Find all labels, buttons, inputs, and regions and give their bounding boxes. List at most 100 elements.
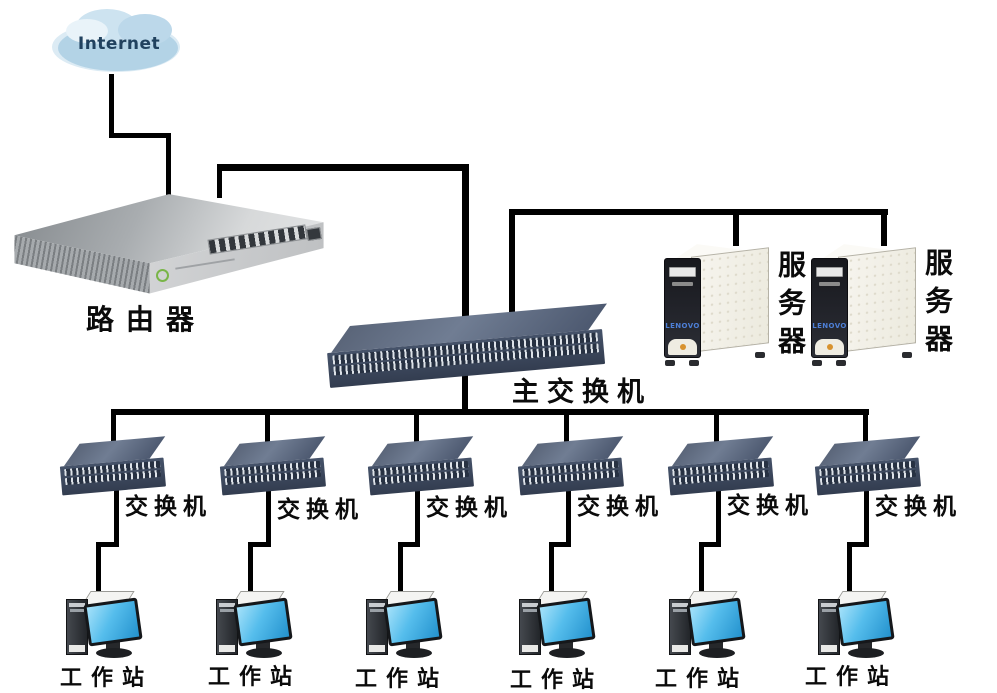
optical-drive-slot [669,267,696,277]
access-switch-6-label: 交换机 [875,494,962,520]
access-switch-4-label: 交换机 [577,494,664,520]
tower-base [219,645,235,652]
wire-server2-drop [881,209,887,246]
drive-bay [822,609,836,612]
monitor [835,597,895,647]
monitor-base [848,648,884,658]
wire-serverbus-vertical [509,209,515,321]
drive-slot [819,282,840,286]
monitor-screen [689,600,743,644]
wire-sw3-ws3-c [398,542,403,596]
wire-sw2-ws2-b [248,542,271,547]
workstation-3 [358,589,444,663]
workstation-2-label: 工作站 [208,665,302,690]
tower-base [821,645,837,652]
wire-bus-drop-3 [414,409,419,448]
monitor-stand [858,641,872,650]
access-switch-2-label: 交换机 [277,497,364,523]
wire-bus-drop-4 [564,409,569,448]
internet-label: Internet [77,34,161,54]
optical-drive-slot [816,267,843,277]
tower-base [369,645,385,652]
wire-sw5-ws5-b [699,542,721,547]
access-switch-1-label: 交换机 [125,494,212,520]
monitor [536,597,596,647]
wire-sw1-ws1-c [96,542,101,596]
drive-bay [69,603,85,607]
cloud-highlight [66,19,108,43]
wire-access-bus [111,409,869,415]
workstation-3-label: 工作站 [355,667,449,692]
wire-bus-drop-1 [111,409,116,448]
wire-sw6-ws6-b [847,542,869,547]
monitor-screen [539,600,593,644]
monitor-screen [838,600,892,644]
server-foot [836,360,846,366]
monitor-stand [406,641,420,650]
drive-bay [220,609,234,612]
monitor-base [549,648,585,658]
server-brand-text: LENOVO [665,322,700,330]
monitor [686,597,746,647]
wire-sw6-ws6-c [847,542,852,596]
monitor [83,597,143,647]
access-switch-3 [366,436,474,496]
drive-slot [672,282,693,286]
monitor-screen [86,600,140,644]
workstation-6 [810,589,896,663]
workstation-1 [58,589,144,663]
tower-base [672,645,688,652]
wire-router-horizontal [217,164,469,171]
monitor-stand [709,641,723,650]
server-foot [902,352,912,358]
monitor [233,597,293,647]
server-brand-text: LENOVO [812,322,847,330]
drive-bay [219,603,235,607]
server-foot [812,360,822,366]
monitor-base [699,648,735,658]
server-side-panel [838,247,916,353]
drive-bay [523,609,537,612]
server-front-base [668,339,697,355]
wire-internet-drop [109,74,114,138]
wire-bus-drop-2 [265,409,270,448]
cloud-shape [118,14,172,46]
power-button [826,344,833,350]
monitor-base [246,648,282,658]
wire-mainswitch-down [462,374,468,415]
server-front-panel: LENOVO [811,258,848,358]
router-uplink-port [306,226,323,241]
wire-sw4-ws4-c [549,542,554,596]
wire-router-to-mainswitch [462,164,469,322]
wire-bus-drop-6 [863,409,868,448]
router-logo-icon [156,268,170,282]
wire-sw5-ws5-a [716,481,721,547]
wire-server1-drop [733,209,739,246]
server-front-base [815,339,844,355]
drive-bay [821,603,837,607]
server-2: LENOVO [806,238,921,366]
wire-sw3-ws3-a [415,481,420,547]
server-front-panel: LENOVO [664,258,701,358]
server-foot [665,360,675,366]
main-switch-label: 主交换机 [512,377,652,408]
wire-sw1-ws1-a [114,481,119,547]
drive-bay [673,609,687,612]
server-1-label: 服务器 [774,250,807,364]
wire-sw6-ws6-a [864,481,869,547]
drive-bay [672,603,688,607]
drive-bay [370,609,384,612]
wire-sw5-ws5-c [699,542,704,596]
wire-bus-drop-5 [714,409,719,448]
wire-sw4-ws4-a [566,481,571,547]
monitor-screen [236,600,290,644]
tower-base [522,645,538,652]
server-2-label: 服务器 [921,248,954,362]
monitor [383,597,443,647]
workstation-tower [519,599,541,655]
access-switch-5-label: 交换机 [727,493,814,519]
access-switch-2 [218,436,326,496]
router-device [8,192,330,300]
server-foot [755,352,765,358]
